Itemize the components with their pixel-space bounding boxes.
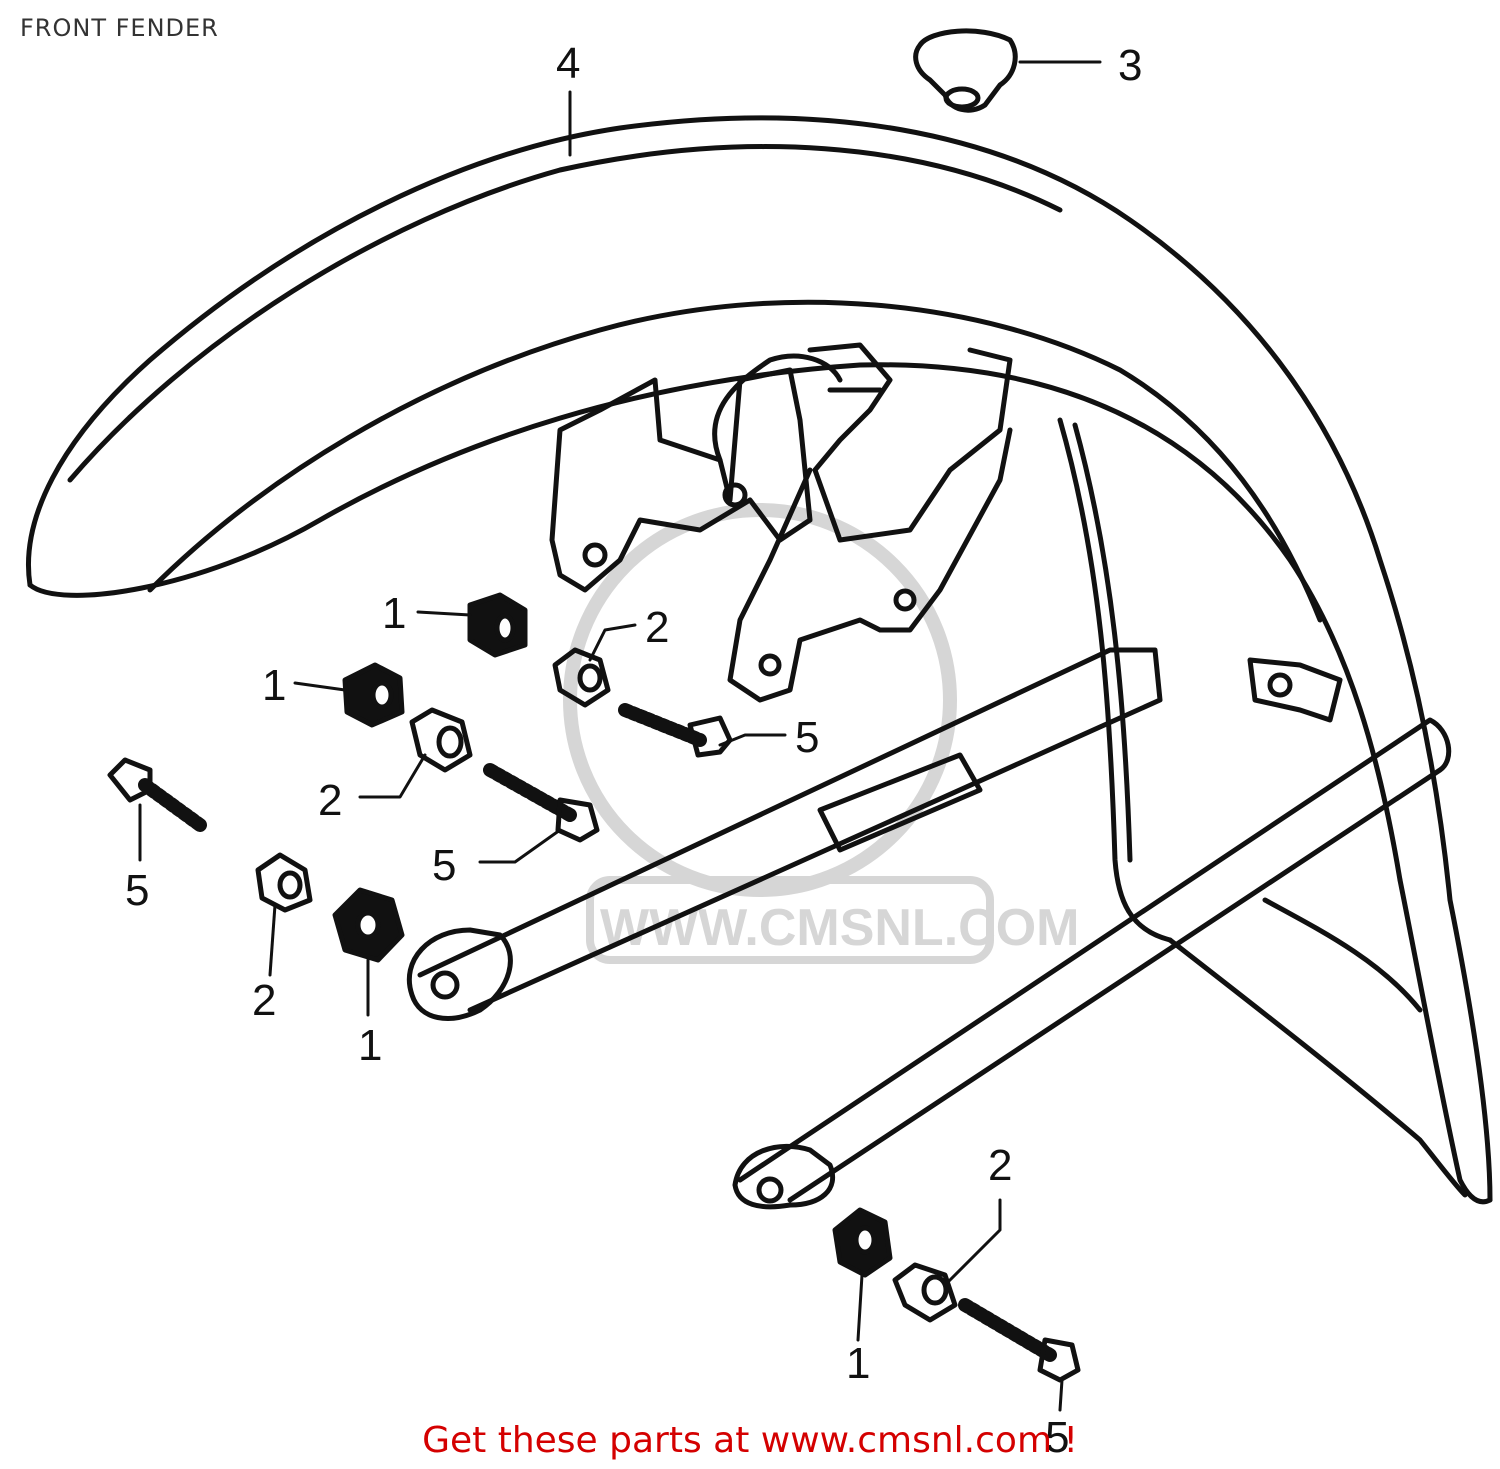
- callout-1: 1: [382, 589, 406, 638]
- collar-part-2-d: [892, 1262, 958, 1323]
- bolt-part-5-d: [958, 1298, 1081, 1383]
- callout-5: 5: [432, 841, 456, 890]
- callout-2: 2: [252, 976, 276, 1025]
- diagram-title: FRONT FENDER: [20, 14, 219, 42]
- fender: [26, 115, 1493, 1205]
- collar-part-2-a: [552, 647, 611, 708]
- nut-part-1-c: [332, 887, 405, 963]
- watermark-text: WWW.CMSNL.COM: [600, 899, 1079, 957]
- bolt-part-5-b: [483, 763, 600, 843]
- footer-link[interactable]: Get these parts at www.cmsnl.com !: [422, 1420, 1078, 1461]
- watermark: WWW.CMSNL.COM: [563, 503, 1079, 964]
- grommet-part-3: [913, 28, 1018, 113]
- callout-1: 1: [846, 1339, 870, 1388]
- callout-5: 5: [1045, 1413, 1069, 1462]
- nut-part-1-a: [467, 592, 528, 658]
- nut-part-1-d: [832, 1207, 893, 1278]
- callout-5: 5: [795, 713, 819, 762]
- callouts: 4 3 1 2 1 5 2 5 5 2 1 2 1 5: [125, 39, 1142, 1462]
- collar-part-2-b: [409, 707, 473, 773]
- collar-part-2-c: [255, 852, 313, 913]
- leader-lines: [138, 60, 1102, 1412]
- callout-5: 5: [125, 866, 149, 915]
- nut-part-1-b: [342, 662, 405, 728]
- callout-2: 2: [988, 1141, 1012, 1190]
- fender-stays: [406, 647, 1452, 1210]
- mounting-bracket: [549, 342, 1013, 703]
- callout-1: 1: [262, 661, 286, 710]
- bolt-part-5-c: [107, 757, 207, 832]
- bolt-part-5-a: [618, 703, 733, 758]
- callout-2: 2: [645, 603, 669, 652]
- callout-4: 4: [556, 39, 580, 88]
- callout-3: 3: [1118, 41, 1142, 90]
- callout-1: 1: [358, 1021, 382, 1070]
- callout-2: 2: [318, 776, 342, 825]
